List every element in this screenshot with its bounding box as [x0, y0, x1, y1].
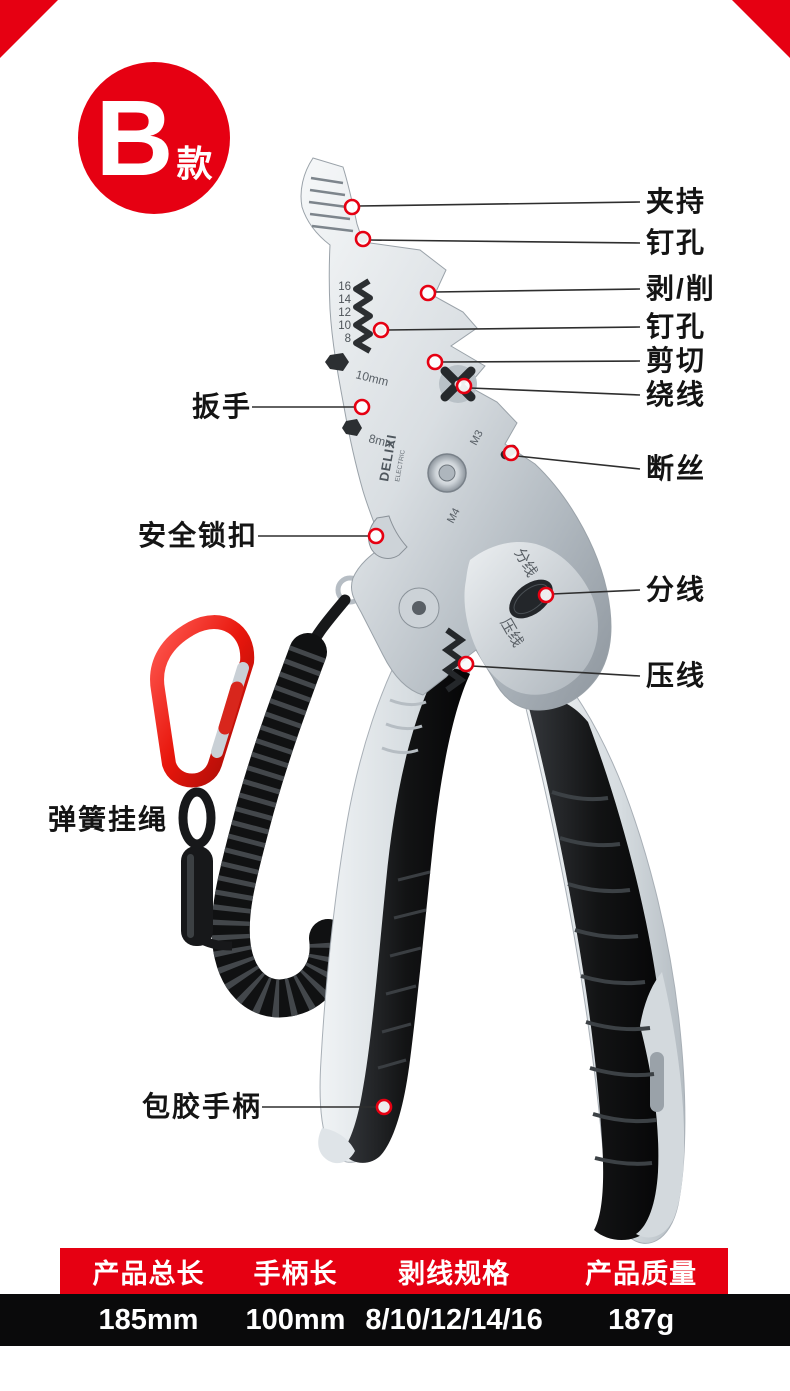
- left-handle: [318, 645, 475, 1164]
- callout-lines: [252, 201, 641, 1108]
- carabiner: [150, 615, 255, 788]
- point-cut: [426, 353, 444, 371]
- model-suffix: 款: [176, 143, 213, 184]
- callout-label-split: 分线: [646, 574, 707, 605]
- callout-label-cut: 剪切: [646, 345, 707, 376]
- point-wind: [455, 377, 473, 395]
- spec-header-handle: 手柄长: [253, 1258, 338, 1289]
- callout-label-break: 断丝: [646, 453, 707, 484]
- lanyard-loop: [178, 787, 216, 849]
- spec-header-row: 产品总长 手柄长 剥线规格 产品质量: [60, 1248, 728, 1294]
- spec-value-weight: 187g: [608, 1303, 675, 1336]
- right-handle-grip: [528, 698, 669, 1241]
- point-clamp: [343, 198, 361, 216]
- callout-label-crimp: 压线: [646, 660, 707, 691]
- callout-points: [343, 198, 555, 1116]
- point-safety-lock: [367, 527, 385, 545]
- model-letter: B: [95, 77, 174, 198]
- right-handle: [522, 655, 686, 1244]
- strip-size-8: 8: [345, 333, 351, 345]
- strip-notches: [353, 278, 373, 354]
- carabiner-sleeve: [218, 681, 244, 735]
- jaw-serrations: [308, 176, 354, 233]
- spec-value-handle: 100mm: [245, 1303, 346, 1336]
- left-handle-tip: [318, 1128, 355, 1164]
- callout-label-lanyard: 弹簧挂绳: [48, 804, 169, 835]
- strip-size-12: 12: [338, 307, 351, 319]
- tool-head: 16 14 12 10 8 10mm 8mm DELIXI ELECTRIC: [300, 157, 612, 711]
- point-break: [502, 444, 520, 462]
- strip-size-10: 10: [338, 320, 351, 332]
- hex-cutout-8mm: [342, 419, 362, 436]
- point-crimp: [457, 655, 475, 673]
- spec-value-stripping: 8/10/12/14/16: [365, 1303, 543, 1336]
- corner-ribbon-right: [732, 0, 790, 58]
- callout-label-strip-peel: 剥/削: [646, 273, 716, 304]
- spec-header-length: 产品总长: [92, 1258, 205, 1289]
- callout-label-nail-hole-1: 钉孔: [646, 227, 707, 258]
- callout-label-handle: 包胶手柄: [141, 1091, 262, 1122]
- point-handle: [375, 1098, 393, 1116]
- hex-cutout-10mm: [325, 353, 349, 371]
- spring-lanyard: [150, 575, 365, 1018]
- spec-header-stripping: 剥线规格: [398, 1258, 511, 1289]
- point-split: [537, 586, 555, 604]
- callout-label-nail-hole-2: 钉孔: [646, 311, 707, 342]
- point-strip-peel: [419, 284, 437, 302]
- model-badge: B 款: [78, 62, 230, 214]
- callout-label-clamp: 夹持: [646, 186, 707, 217]
- lanyard-ferrule: [181, 846, 213, 946]
- callout-label-safety-lock: 安全锁扣: [137, 520, 258, 551]
- callout-label-wrench: 扳手: [191, 391, 252, 422]
- strip-size-14: 14: [338, 294, 351, 306]
- point-nail-hole-1: [354, 230, 372, 248]
- strip-size-16: 16: [338, 281, 351, 293]
- wrench-size-8mm: 8mm: [367, 431, 396, 451]
- callout-label-wind: 绕线: [646, 379, 707, 410]
- point-nail-hole-2: [372, 321, 390, 339]
- corner-ribbon-left: [0, 0, 58, 58]
- point-wrench: [353, 398, 371, 416]
- spec-header-weight: 产品质量: [585, 1258, 698, 1289]
- spec-value-length: 185mm: [98, 1303, 199, 1336]
- spec-value-row: 185mm 100mm 8/10/12/14/16 187g: [0, 1294, 790, 1346]
